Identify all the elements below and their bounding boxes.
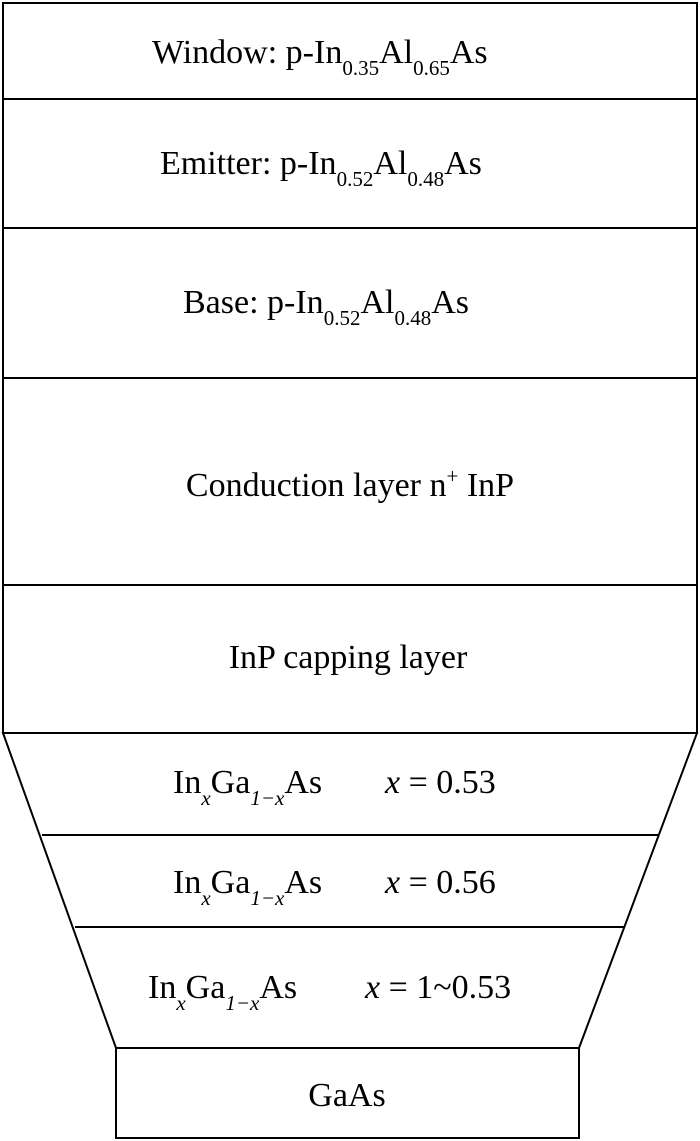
layer-label-substrate: GaAs [308, 1077, 385, 1114]
layer-label-base: Base: p-In0.52Al0.48As [183, 284, 469, 330]
layer-value-ingaas-graded: x = 1~0.53 [364, 969, 511, 1006]
layer-label-capping: InP capping layer [229, 639, 468, 676]
layer-label-window: Window: p-In0.35Al0.65As [152, 34, 488, 80]
top-stack-frame [2, 2, 698, 734]
layer-value-ingaas-053: x = 0.53 [384, 764, 496, 801]
substrate-frame [115, 1047, 580, 1139]
layer-label-ingaas-053: InxGa1−xAs [173, 764, 322, 810]
layer-label-ingaas-056: InxGa1−xAs [173, 864, 322, 910]
layer-value-ingaas-056: x = 0.56 [384, 864, 496, 901]
layer-label-emitter: Emitter: p-In0.52Al0.48As [160, 145, 482, 191]
buffer-trapezoid [1, 732, 699, 1049]
layer-label-ingaas-graded: InxGa1−xAs [148, 969, 297, 1015]
layer-label-conduction: Conduction layer n+ InP [186, 464, 514, 504]
